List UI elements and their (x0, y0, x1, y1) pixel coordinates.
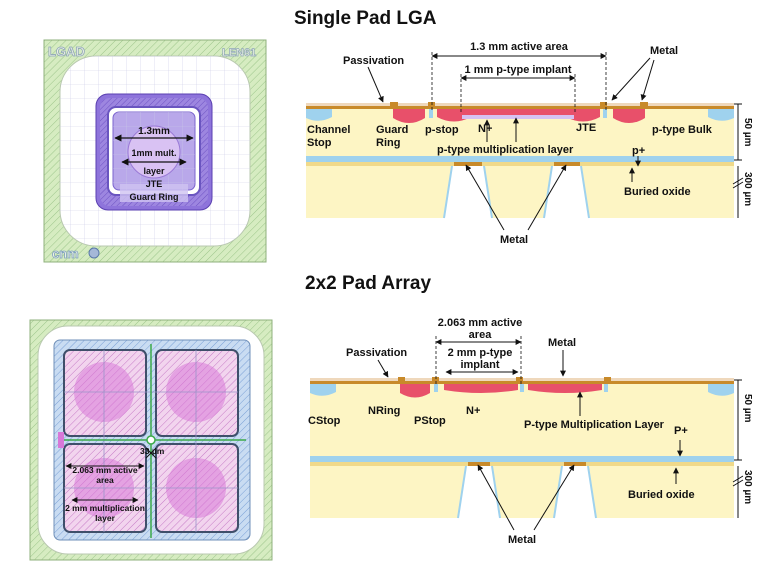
sc-pstop: p-stop (425, 124, 459, 136)
cnm-logo-icon (88, 247, 100, 259)
ac-active-2: area (469, 329, 493, 341)
sc-thick-bottom: 300 µm (742, 172, 753, 206)
ac-pplus: P+ (674, 425, 688, 437)
ac-implant-1: 2 mm p-type (448, 347, 513, 359)
single-pad-layout (43, 39, 267, 263)
sc-buried-oxide: Buried oxide (624, 186, 691, 198)
layout-guard-label: Guard Ring (130, 192, 179, 202)
arrow-metal-2 (640, 59, 655, 101)
sc-channel-stop-2: Stop (307, 137, 332, 149)
array-active-2: area (96, 475, 114, 485)
single-cross-section (306, 102, 734, 219)
layout-mult-label-2: layer (143, 166, 165, 176)
array-active-1: 2.063 mm active (72, 465, 137, 475)
sc-passivation: Passivation (343, 55, 404, 67)
array-thickness-break-2 (732, 479, 744, 487)
ac-metal-top: Metal (548, 337, 576, 349)
sc-bulk: p-type Bulk (652, 124, 713, 136)
ac-active-1: 2.063 mm active (438, 317, 522, 329)
layout-jte-label: JTE (146, 179, 163, 189)
title-single-pad: Single Pad LGA (294, 8, 437, 29)
sc-guard-ring-2: Ring (376, 137, 400, 149)
array-arrow-metal-bottom-2 (533, 464, 575, 531)
ac-buried-oxide: Buried oxide (628, 489, 695, 501)
layout-dim-label: 1.3mm (138, 126, 170, 137)
ac-nplus: N+ (466, 405, 480, 417)
sc-metal-top: Metal (650, 45, 678, 57)
ac-cstop: CStop (308, 415, 341, 427)
sc-thick-top: 50 µm (742, 118, 753, 147)
array-thickness-break-1 (732, 475, 744, 483)
ac-thick-top: 50 µm (742, 394, 753, 423)
array-gap-label: 33 µm (140, 446, 165, 456)
sc-guard-ring-1: Guard (376, 124, 408, 136)
layout-mult-label-1: 1mm mult. (131, 148, 176, 158)
ac-metal-bottom: Metal (508, 534, 536, 546)
thickness-bottom-break-1 (732, 177, 744, 185)
array-mult-2: layer (95, 513, 116, 523)
ac-passivation: Passivation (346, 347, 407, 359)
array-layout (29, 319, 273, 561)
ac-pstop: PStop (414, 415, 446, 427)
array-cross-section (310, 377, 734, 519)
sc-jte: JTE (576, 122, 596, 134)
ac-thick-bottom: 300 µm (742, 470, 753, 504)
array-arrow-metal-bottom-1 (477, 464, 515, 531)
arrow-metal-1 (611, 57, 651, 101)
sc-mult-layer: p-type multiplication layer (437, 144, 574, 156)
ac-nring: NRing (368, 405, 400, 417)
array-mult-1: 2 mm multiplication (65, 503, 145, 513)
thickness-bottom-break-2 (732, 181, 744, 189)
sc-implant: 1 mm p-type implant (465, 64, 572, 76)
title-pad-array: 2x2 Pad Array (305, 273, 432, 294)
sc-pplus: p+ (632, 145, 645, 157)
array-arrow-passivation (377, 359, 389, 378)
sc-metal-bottom: Metal (500, 234, 528, 246)
ac-mult-layer: P-type Multiplication Layer (524, 419, 665, 431)
ac-implant-2: implant (460, 359, 499, 371)
layout-code-text: LEN61 (222, 47, 256, 59)
arrow-metal-bottom-2 (527, 164, 567, 231)
arrow-passivation (367, 66, 384, 103)
sc-active-area: 1.3 mm active area (470, 41, 569, 53)
layout-logo-text: LGAD (48, 44, 85, 59)
layout-cnm-text: cnm (52, 246, 79, 261)
arrow-metal-bottom-1 (465, 164, 505, 231)
sc-nplus: N+ (478, 123, 492, 135)
sc-channel-stop-1: Channel (307, 124, 350, 136)
